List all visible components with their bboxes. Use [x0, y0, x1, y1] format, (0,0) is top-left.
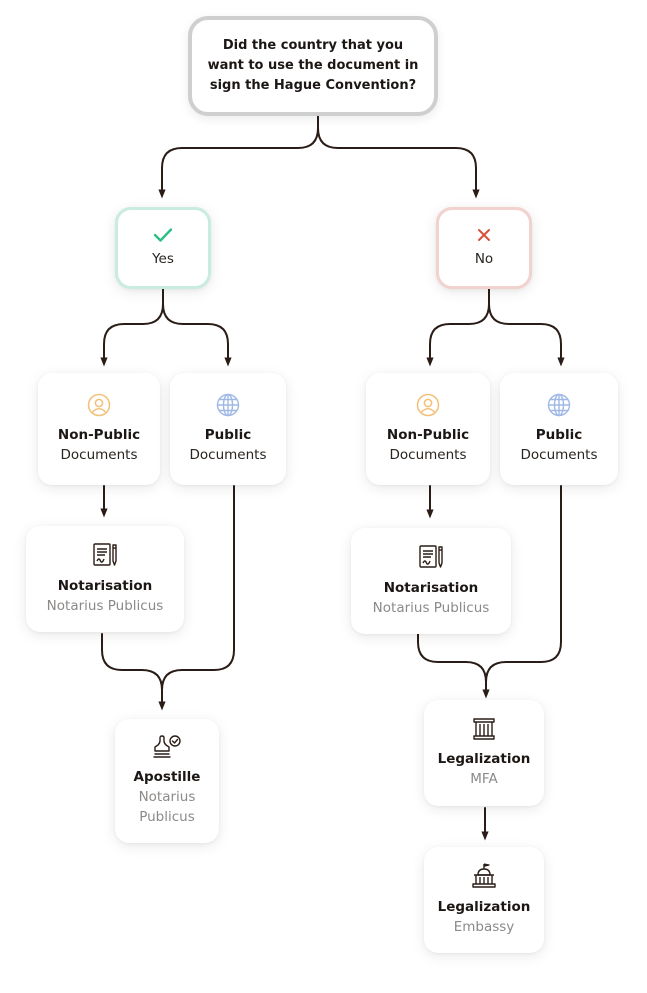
node-subtitle: Publicus: [139, 809, 195, 825]
node-subtitle: Embassy: [453, 919, 515, 935]
node-title: Legalization: [437, 751, 531, 767]
question-text: Did the country that you want to use the…: [198, 36, 429, 96]
node-subtitle: Notarius: [138, 789, 196, 805]
stamp-check-icon: [153, 735, 181, 759]
node-title: Non-Public: [57, 427, 141, 443]
question-line: want to use the document in: [207, 58, 419, 73]
cross-icon: [476, 227, 492, 243]
node-title: Notarisation: [383, 580, 479, 596]
no-notarisation-node: Notarisation Notarius Publicus: [351, 528, 511, 634]
question-line: sign the Hague Convention?: [209, 78, 417, 93]
embassy-building-icon: [471, 863, 497, 889]
globe-icon: [216, 393, 240, 417]
connector-no-notarisation-to-legalization: [417, 633, 490, 699]
node-title: Public: [535, 427, 583, 443]
yes-node: Yes: [115, 207, 211, 289]
user-circle-icon: [87, 393, 111, 417]
question-line: Did the country that you: [222, 38, 404, 53]
connector-no-to-public: [488, 303, 565, 367]
node-title: Legalization: [437, 899, 531, 915]
connector-yes-to-nonpublic: [100, 288, 164, 367]
connector-question-to-yes: [158, 112, 319, 199]
checkmark-icon: [153, 227, 173, 243]
node-subtitle: MFA: [470, 771, 498, 787]
legalization-mfa-node: Legalization MFA: [424, 700, 544, 806]
apostille-node: Apostille Notarius Publicus: [115, 719, 219, 843]
question-node: Did the country that you want to use the…: [188, 16, 438, 116]
node-title: Non-Public: [386, 427, 470, 443]
node-subtitle: Documents: [520, 447, 598, 463]
node-subtitle: Documents: [389, 447, 467, 463]
yes-public-documents-node: Public Documents: [170, 373, 286, 485]
connector-no-to-nonpublic: [426, 288, 490, 367]
connector-no-public-to-legalization: [485, 485, 562, 683]
node-subtitle: Notarius Publicus: [372, 600, 490, 616]
connector-yes-public-to-apostille: [161, 485, 235, 691]
yes-non-public-documents-node: Non-Public Documents: [38, 373, 160, 485]
node-title: Public: [204, 427, 252, 443]
column-icon: [472, 717, 496, 741]
no-node: No: [436, 207, 532, 289]
yes-label: Yes: [152, 251, 174, 267]
no-label: No: [474, 251, 494, 267]
node-subtitle: Notarius Publicus: [46, 598, 164, 614]
no-public-documents-node: Public Documents: [500, 373, 618, 485]
yes-notarisation-node: Notarisation Notarius Publicus: [26, 526, 184, 632]
user-circle-icon: [416, 393, 440, 417]
connector-yes-to-public: [162, 303, 232, 367]
node-subtitle: Documents: [189, 447, 267, 463]
node-title: Apostille: [133, 769, 201, 785]
document-pen-icon: [418, 544, 444, 570]
connector-yes-notarisation-to-apostille: [101, 633, 166, 711]
legalization-embassy-node: Legalization Embassy: [424, 847, 544, 953]
document-pen-icon: [92, 542, 118, 568]
connector-question-to-no: [317, 127, 480, 199]
node-title: Notarisation: [57, 578, 153, 594]
globe-icon: [547, 393, 571, 417]
node-subtitle: Documents: [60, 447, 138, 463]
no-non-public-documents-node: Non-Public Documents: [366, 373, 490, 485]
